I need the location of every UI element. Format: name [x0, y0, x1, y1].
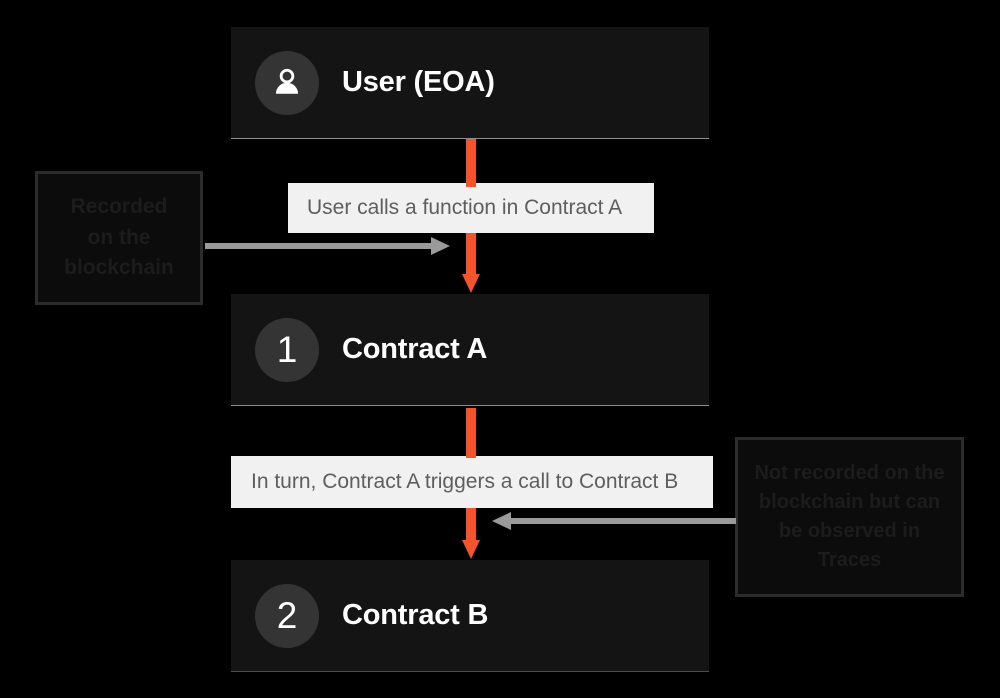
arrow-shaft: [205, 243, 433, 249]
node-contract-b: 2 Contract B: [231, 560, 709, 672]
arrow-head-down-icon: [462, 540, 480, 559]
flow-arrow-user-to-caption: [462, 139, 480, 187]
note-not-recorded-line-4: Traces: [817, 549, 882, 571]
note-not-recorded-on-blockchain: Not recorded on the blockchain but can b…: [735, 437, 964, 597]
note-recorded-line-3: blockchain: [64, 256, 174, 280]
flow-arrow-caption-to-contract-b: [462, 508, 480, 560]
caption-contract-a-triggers: In turn, Contract A triggers a call to C…: [231, 456, 713, 508]
note-not-recorded-line-3: be observed in: [778, 520, 921, 542]
caption-user-calls: User calls a function in Contract A: [288, 183, 654, 233]
arrow-head-down-icon: [462, 274, 480, 293]
arrow-shaft: [466, 233, 476, 275]
arrow-head-right-icon: [431, 237, 450, 255]
note-recorded-on-blockchain: Recorded on the blockchain: [35, 171, 203, 305]
node-contract-b-title: Contract B: [342, 599, 489, 631]
note-not-recorded-line-2: blockchain but can: [758, 491, 941, 513]
note-recorded-line-1: Recorded: [70, 195, 168, 219]
node-contract-a-title: Contract A: [342, 333, 488, 365]
arrow-shaft: [466, 139, 476, 187]
step-number-badge-2: 2: [255, 583, 319, 648]
arrow-shaft: [466, 408, 476, 458]
arrow-shaft: [511, 518, 736, 524]
node-user: User (EOA): [231, 27, 709, 139]
arrow-head-left-icon: [492, 512, 511, 530]
annotation-arrow-recorded: [205, 237, 450, 255]
annotation-arrow-not-recorded: [492, 512, 736, 530]
flow-arrow-contract-a-to-caption: [462, 408, 480, 458]
note-recorded-line-2: on the: [87, 225, 151, 249]
person-icon: [255, 50, 319, 115]
note-not-recorded-line-1: Not recorded on the: [754, 462, 945, 484]
node-user-title: User (EOA): [342, 66, 495, 98]
step-number-badge-1: 1: [255, 317, 319, 382]
node-contract-a: 1 Contract A: [231, 294, 709, 406]
flow-arrow-caption-to-contract-a: [462, 233, 480, 294]
arrow-shaft: [466, 508, 476, 541]
